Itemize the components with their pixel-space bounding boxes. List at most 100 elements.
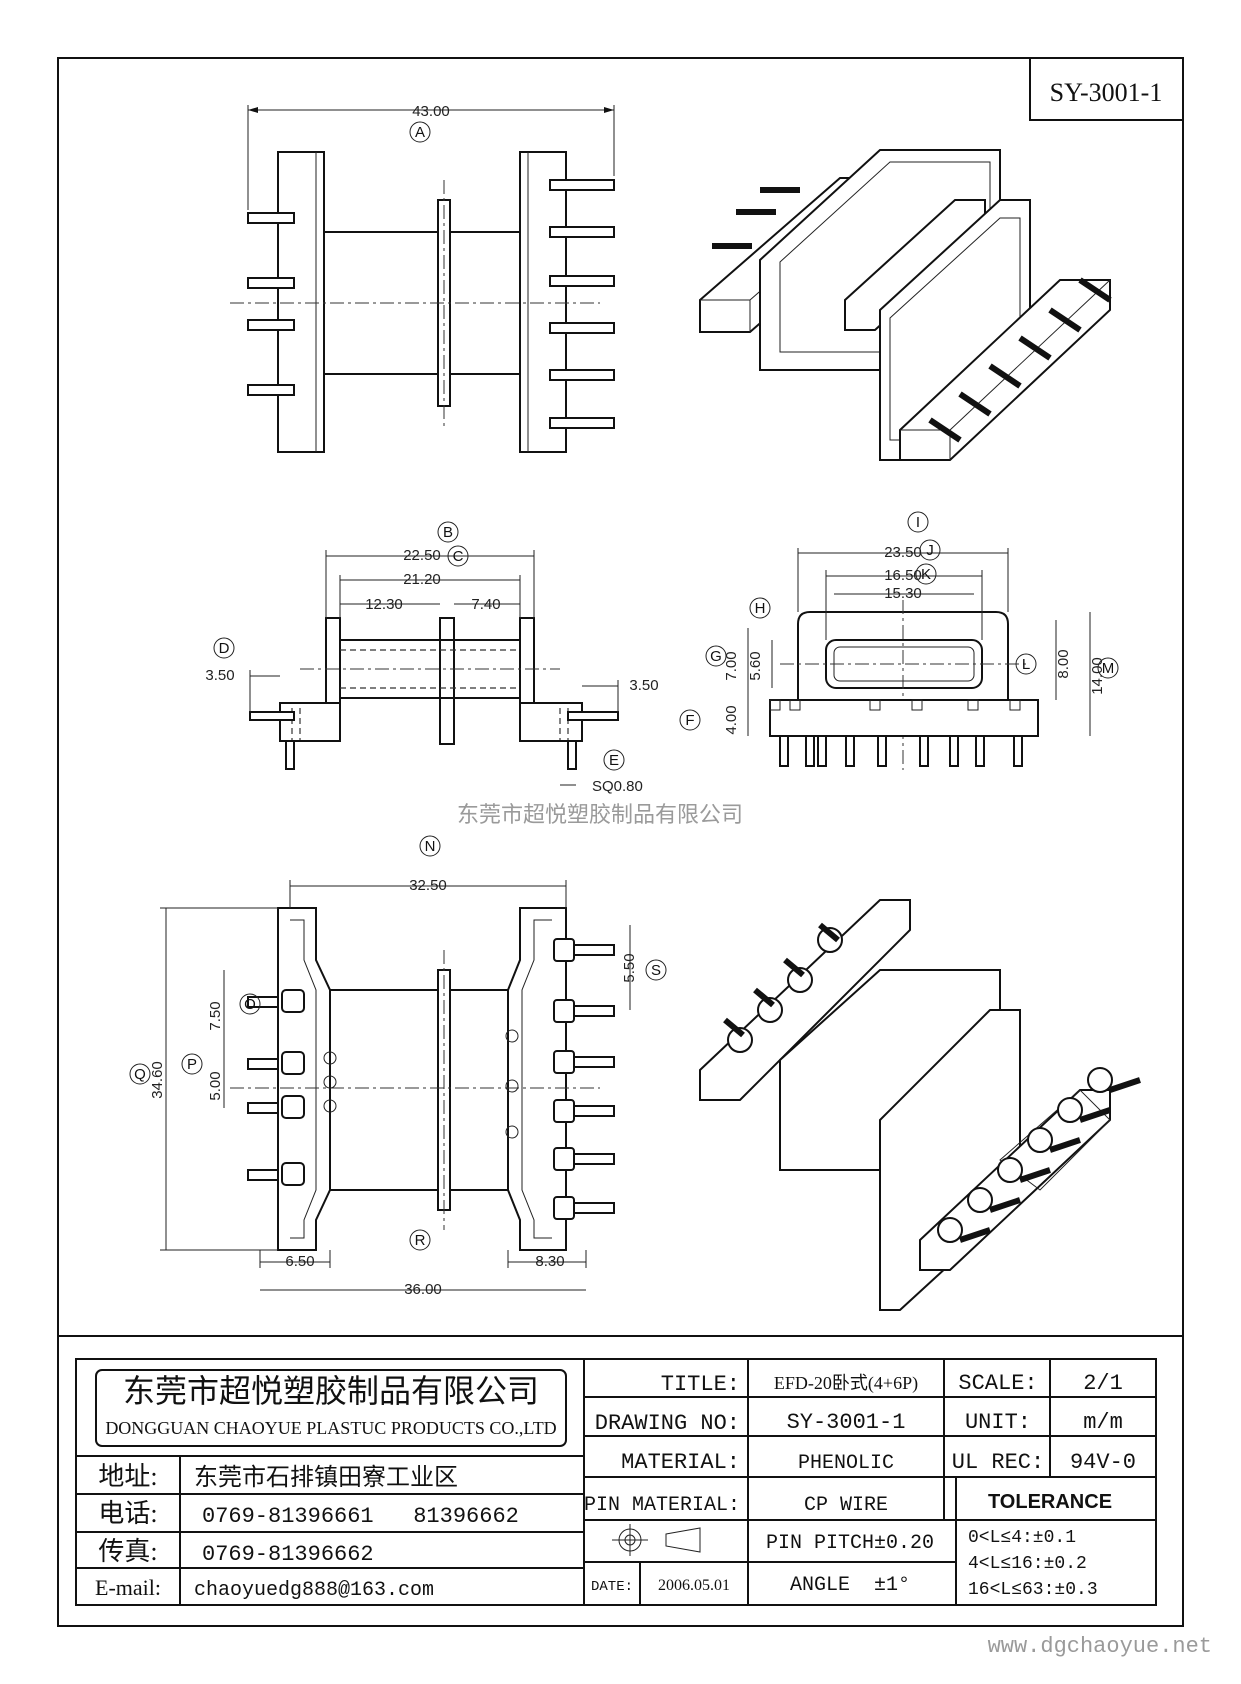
svg-text:电话:: 电话: [98,1499,157,1528]
svg-text:SCALE:: SCALE: [958,1371,1037,1396]
svg-text:东莞市石排镇田寮工业区: 东莞市石排镇田寮工业区 [194,1464,458,1491]
svg-text:32.50: 32.50 [409,877,447,894]
svg-text:16<L≤63:±0.3: 16<L≤63:±0.3 [968,1580,1098,1600]
svg-text:3.50: 3.50 [205,667,234,684]
svg-text:H: H [755,600,766,617]
svg-text:M: M [1102,660,1115,677]
svg-text:EFD-20卧式(4+6P): EFD-20卧式(4+6P) [774,1373,918,1394]
svg-text:E: E [609,752,619,769]
svg-text:22.50: 22.50 [403,547,441,564]
svg-text:E-mail:: E-mail: [95,1575,161,1600]
svg-text:34.60: 34.60 [149,1061,166,1099]
svg-text:地址:: 地址: [98,1462,157,1491]
svg-text:21.20: 21.20 [403,571,441,588]
label-s: S [645,959,667,981]
svg-text:5.00: 5.00 [207,1071,224,1100]
svg-text:TOLERANCE: TOLERANCE [988,1491,1112,1513]
company-name-en: DONGGUAN CHAOYUE PLASTUC PRODUCTS CO.,LT… [105,1418,556,1438]
svg-text:5.60: 5.60 [747,651,764,680]
isometric-view-top [699,149,1112,461]
svg-text:m/m: m/m [1083,1410,1123,1435]
drawing-code-box: SY-3001-1 [1029,57,1184,121]
outer-border [57,57,1184,1627]
title-block: 东莞市超悦塑胶制品有限公司 DONGGUAN CHAOYUE PLASTUC P… [75,1358,1157,1606]
svg-text:7.40: 7.40 [471,596,500,613]
svg-text:chaoyuedg888@163.com: chaoyuedg888@163.com [194,1579,434,1602]
website-url: www.dgchaoyue.net [988,1634,1212,1659]
svg-text:PIN PITCH±0.20: PIN PITCH±0.20 [766,1532,934,1555]
svg-text:UL REC:: UL REC: [952,1450,1044,1475]
label-l: L [1015,653,1037,675]
svg-text:15.30: 15.30 [884,585,922,602]
dim-43: 43.00 [412,103,450,120]
svg-text:O: O [244,996,256,1013]
svg-text:MATERIAL:: MATERIAL: [621,1450,740,1475]
svg-text:Q: Q [134,1066,146,1083]
watermark-text: 东莞市超悦塑胶制品有限公司 [457,802,743,827]
front-view: 22.50 21.20 12.30 7.40 3.50 3.50 SQ0.80 [205,547,658,795]
svg-text:I: I [916,514,920,531]
svg-text:CP WIRE: CP WIRE [804,1494,888,1517]
label-h: H [749,597,771,619]
svg-text:SQ0.80: SQ0.80 [592,778,643,795]
label-e: E [603,749,625,771]
svg-text:B: B [443,524,453,541]
svg-text:14.00: 14.00 [1089,657,1106,695]
svg-text:DRAWING NO:: DRAWING NO: [595,1411,740,1436]
svg-text:94V-0: 94V-0 [1070,1450,1136,1475]
top-view: 43.00 [230,103,615,453]
label-b: B [437,521,459,543]
svg-text:PIN MATERIAL:: PIN MATERIAL: [584,1494,740,1517]
svg-text:传真:: 传真: [98,1537,157,1566]
svg-text:PHENOLIC: PHENOLIC [798,1452,894,1475]
svg-text:12.30: 12.30 [365,596,403,613]
label-o: O [239,993,261,1015]
svg-text:4.00: 4.00 [723,705,740,734]
svg-text:8.00: 8.00 [1055,649,1072,678]
svg-text:8.30: 8.30 [535,1253,564,1270]
svg-text:7.00: 7.00 [723,651,740,680]
svg-text:6.50: 6.50 [285,1253,314,1270]
svg-text:J: J [926,542,934,559]
svg-text:2006.05.01: 2006.05.01 [658,1577,730,1594]
label-n: N [419,835,441,857]
label-r: R [409,1229,431,1251]
label-c: C [447,545,469,567]
svg-text:ANGLE ±1°: ANGLE ±1° [790,1574,910,1597]
svg-text:7.50: 7.50 [207,1001,224,1030]
svg-text:0769-81396661 81396662: 0769-81396661 81396662 [202,1504,519,1529]
svg-text:0<L≤4:±0.1: 0<L≤4:±0.1 [968,1528,1076,1548]
svg-text:4<L≤16:±0.2: 4<L≤16:±0.2 [968,1554,1087,1574]
svg-text:L: L [1022,656,1030,673]
svg-text:0769-81396662: 0769-81396662 [202,1542,374,1567]
svg-text:36.00: 36.00 [404,1281,442,1298]
svg-text:5.50: 5.50 [621,953,638,982]
label-i: I [907,511,929,533]
svg-text:K: K [921,566,931,583]
svg-text:C: C [453,548,464,565]
svg-text:SY-3001-1: SY-3001-1 [787,1410,906,1435]
label-q: Q [129,1063,151,1085]
svg-text:TITLE:: TITLE: [661,1372,740,1397]
bottom-view: 32.50 34.60 7.50 5.00 5.50 6.50 8.30 36.… [149,877,638,1298]
svg-text:F: F [685,712,694,729]
drawing-code: SY-3001-1 [1050,78,1163,107]
label-j: J [919,539,941,561]
side-view: 23.50 16.50 15.30 7.00 5.60 4.00 8.00 14… [723,544,1106,770]
reference-labels: A B C D E F G H I J K L M N O P Q R S [129,121,1119,1251]
svg-text:G: G [710,648,722,665]
isometric-view-bottom [699,899,1141,1311]
label-g: G [705,645,727,667]
svg-text:23.50: 23.50 [884,544,922,561]
label-p: P [181,1053,203,1075]
svg-text:2/1: 2/1 [1083,1371,1123,1396]
label-k: K [915,563,937,585]
svg-text:S: S [651,962,661,979]
svg-text:P: P [187,1056,197,1073]
svg-text:UNIT:: UNIT: [965,1410,1031,1435]
label-f: F [679,709,701,731]
label-m: M [1097,657,1119,679]
label-d: D [213,637,235,659]
svg-text:16.50: 16.50 [884,567,922,584]
